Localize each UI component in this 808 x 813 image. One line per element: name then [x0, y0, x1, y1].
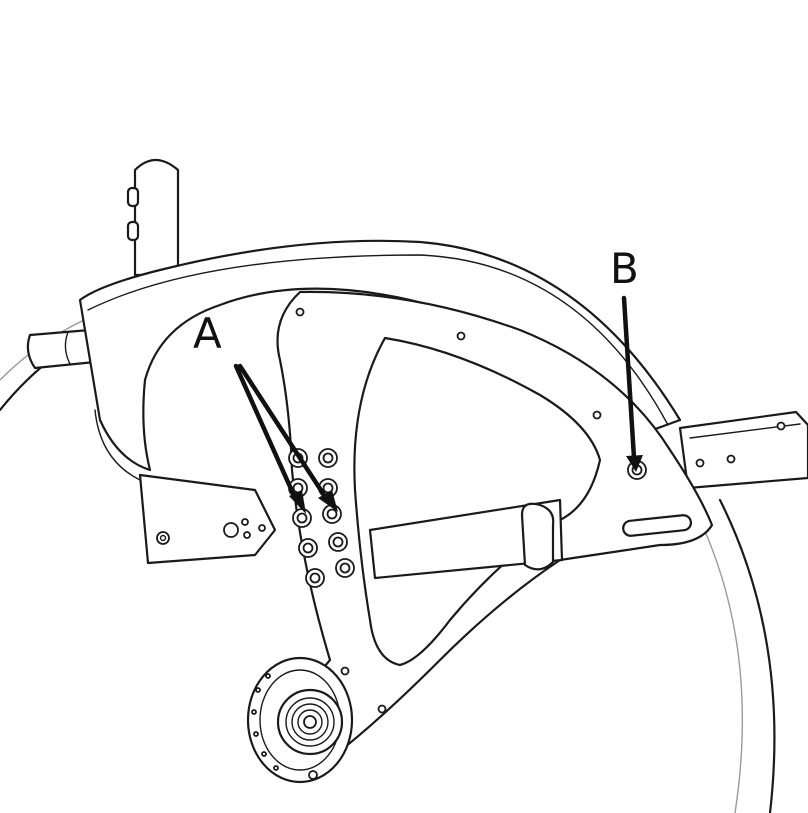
callout-b-arrow	[621, 295, 643, 472]
hole-row-4	[298, 532, 348, 558]
axle-bracket	[138, 473, 277, 565]
backrest-post	[126, 158, 180, 277]
callout-a-arrows	[233, 363, 338, 514]
axle-hub	[246, 656, 354, 784]
frame-tube-right	[678, 410, 808, 490]
frame-tube-left	[26, 328, 97, 370]
callout-label-b: B	[610, 244, 639, 293]
callout-label-a: A	[193, 309, 222, 358]
hole-row-5	[305, 558, 355, 588]
cross-tube	[368, 498, 564, 580]
